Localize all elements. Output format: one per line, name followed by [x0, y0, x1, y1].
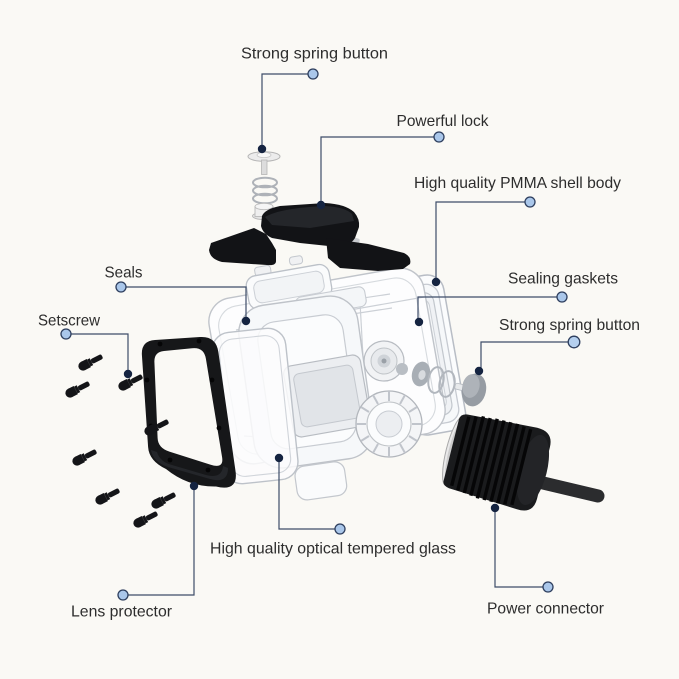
svg-text:Lens protector: Lens protector — [71, 603, 173, 620]
svg-text:Seals: Seals — [105, 265, 143, 282]
svg-text:Strong spring button: Strong spring button — [499, 317, 640, 334]
svg-text:Strong spring button: Strong spring button — [241, 46, 388, 63]
svg-text:Sealing gaskets: Sealing gaskets — [508, 271, 618, 288]
svg-text:High quality optical tempered: High quality optical tempered glass — [210, 540, 456, 557]
svg-text:Setscrew: Setscrew — [38, 313, 100, 330]
svg-text:Powerful lock: Powerful lock — [397, 113, 490, 130]
svg-text:Power connector: Power connector — [487, 600, 605, 617]
svg-text:High quality PMMA shell body: High quality PMMA shell body — [414, 175, 621, 192]
